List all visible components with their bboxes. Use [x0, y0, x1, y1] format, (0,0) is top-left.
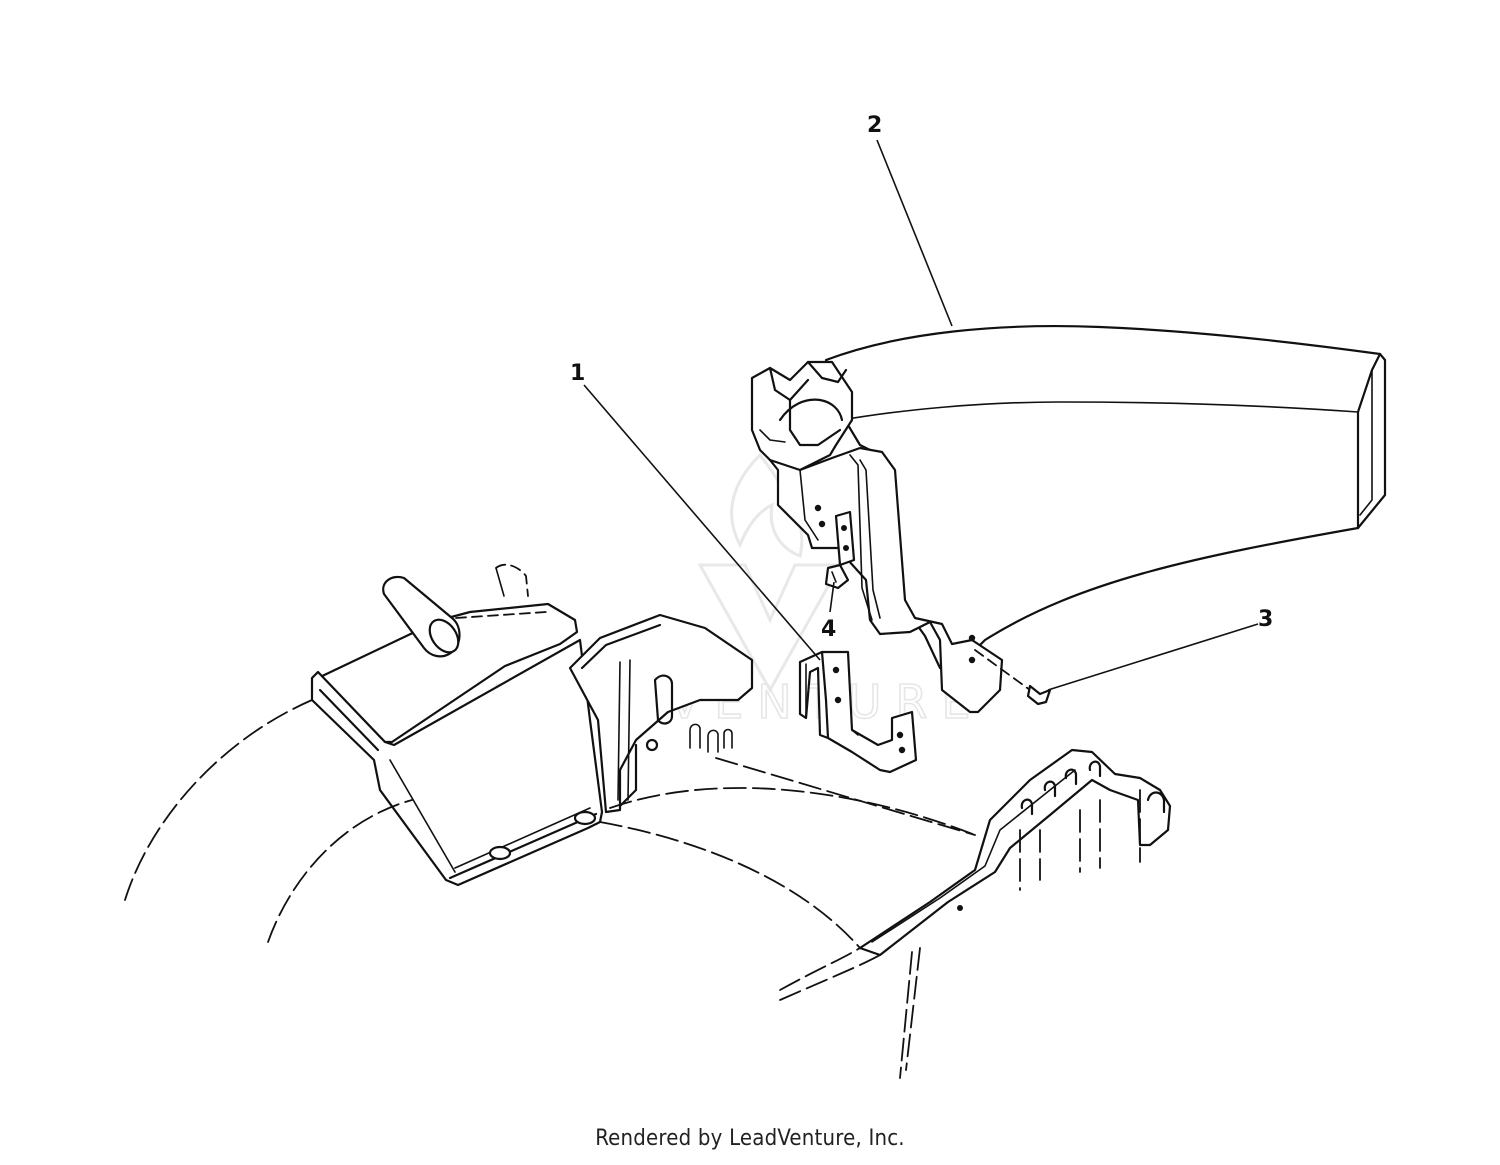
watermark-v-icon	[697, 563, 843, 694]
footer-credit: Rendered by LeadVenture, Inc.	[595, 1126, 905, 1151]
callout-3: 3	[1258, 607, 1273, 632]
leader-1	[583, 384, 821, 661]
housing-bracket	[568, 613, 754, 814]
deck-outline	[124, 699, 976, 1079]
leader-lines	[583, 139, 1259, 691]
part-4-bracket	[824, 510, 856, 590]
callout-2: 2	[867, 113, 882, 138]
leader-4	[829, 581, 835, 613]
watermark-flame-icon	[730, 452, 804, 559]
left-deflector-assembly	[310, 563, 604, 887]
part-2-chute	[750, 325, 1387, 714]
leader-3	[1047, 623, 1259, 691]
callout-1: 1	[570, 361, 585, 386]
part-1-bracket	[798, 650, 918, 774]
part-3-bolt	[974, 649, 1052, 706]
leader-2	[876, 139, 953, 327]
callouts: 1 2 3 4	[570, 113, 1273, 642]
frame-rail	[858, 748, 1172, 957]
callout-4: 4	[821, 617, 836, 642]
